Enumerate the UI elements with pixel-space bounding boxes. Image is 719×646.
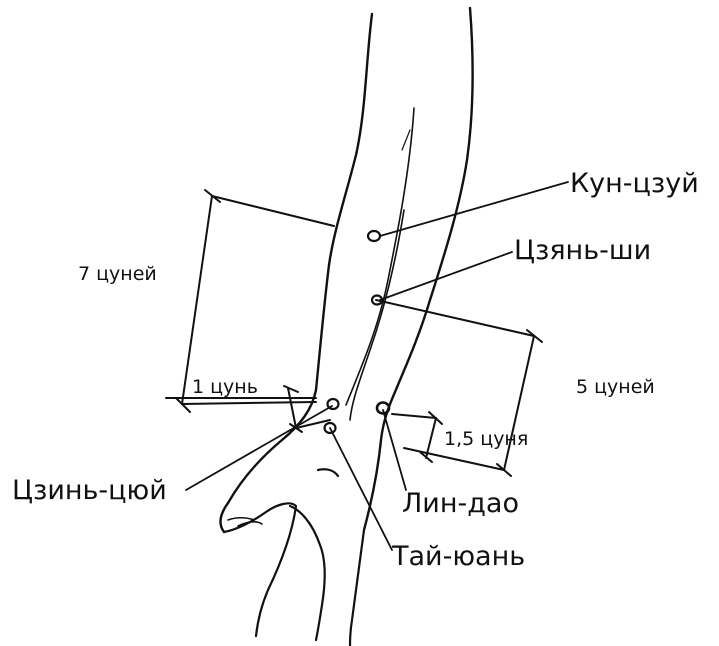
- label-kun-czuy: Кун-цзуй: [570, 170, 699, 197]
- tendon-line-3: [402, 130, 410, 150]
- leader-czyan-shi: [380, 252, 512, 300]
- measure-1-cun: 1 цунь: [192, 378, 258, 397]
- leader-lin-dao: [383, 410, 406, 490]
- measure-5-cun: 5 цуней: [576, 378, 655, 397]
- label-czin-czyuy: Цзинь-цюй: [12, 477, 167, 504]
- label-czyan-shi: Цзянь-ши: [514, 237, 651, 264]
- arm-outline-left: [221, 14, 372, 532]
- label-lin-dao: Лин-дао: [402, 490, 519, 517]
- leader-kun-czuy: [380, 182, 568, 236]
- point-czin-czyuy: [328, 399, 339, 409]
- leader-czin-czyuy: [186, 406, 332, 490]
- hand-outline: [224, 469, 364, 646]
- label-tay-yuan: Тай-юань: [392, 543, 525, 570]
- point-kun-czuy: [368, 231, 380, 241]
- measure-1-5-cun: 1,5 цуня: [444, 430, 528, 449]
- leader-tay-yuan: [330, 428, 392, 550]
- measure-7-cun: 7 цуней: [78, 265, 157, 284]
